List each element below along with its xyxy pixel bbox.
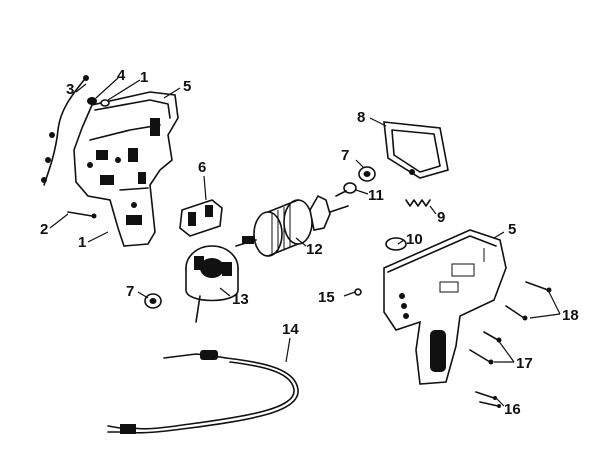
callout-8: 8: [357, 109, 365, 126]
spring-part-9[interactable]: [405, 199, 431, 207]
strain-relief-spring[interactable]: [41, 75, 89, 186]
right-housing-half[interactable]: [383, 229, 507, 385]
spacer-part-11[interactable]: [335, 182, 357, 197]
callout-13: 13: [232, 291, 249, 308]
callout-1-bottom: 1: [78, 234, 86, 251]
leader-lines: [49, 77, 561, 407]
callout-6: 6: [198, 159, 206, 176]
screws-part-17[interactable]: [469, 331, 502, 365]
callout-16: 16: [504, 401, 521, 418]
screws-part-18[interactable]: [505, 281, 552, 321]
callout-1-top: 1: [140, 69, 148, 86]
callout-11: 11: [368, 187, 384, 204]
callout-9: 9: [437, 209, 445, 226]
callout-14: 14: [282, 321, 299, 338]
left-housing-half[interactable]: [73, 91, 179, 247]
screw-part-4[interactable]: [87, 97, 110, 107]
callout-5-right: 5: [508, 221, 516, 238]
callout-7-upper: 7: [341, 147, 349, 164]
callout-17: 17: [516, 355, 533, 372]
callout-18: 18: [562, 307, 579, 324]
callout-15: 15: [318, 289, 335, 306]
bearing-part-7-lower[interactable]: [144, 293, 162, 309]
switch-part-6[interactable]: [179, 199, 223, 237]
field-assembly-part-13[interactable]: [185, 245, 239, 323]
callout-3: 3: [66, 81, 74, 98]
screw-part-15[interactable]: [354, 288, 362, 296]
screws-part-16[interactable]: [475, 391, 501, 408]
callout-7-lower: 7: [126, 283, 134, 300]
power-cord-part-14[interactable]: [107, 350, 299, 434]
callout-labels: 3 4 1 5 2 1 6 7 8 11 9 10 12 5 7 13 15 1…: [40, 67, 579, 418]
callout-5-left: 5: [183, 78, 191, 95]
callout-2: 2: [40, 221, 48, 238]
bearing-part-7-upper[interactable]: [358, 166, 376, 182]
callout-12: 12: [306, 241, 323, 258]
armature-part-12[interactable]: [235, 194, 349, 257]
screw-part-2[interactable]: [67, 211, 97, 219]
washer-part-10[interactable]: [385, 237, 407, 251]
callout-10: 10: [406, 231, 423, 248]
gear-case-cover-part-8[interactable]: [383, 121, 449, 179]
callout-4: 4: [117, 67, 126, 84]
